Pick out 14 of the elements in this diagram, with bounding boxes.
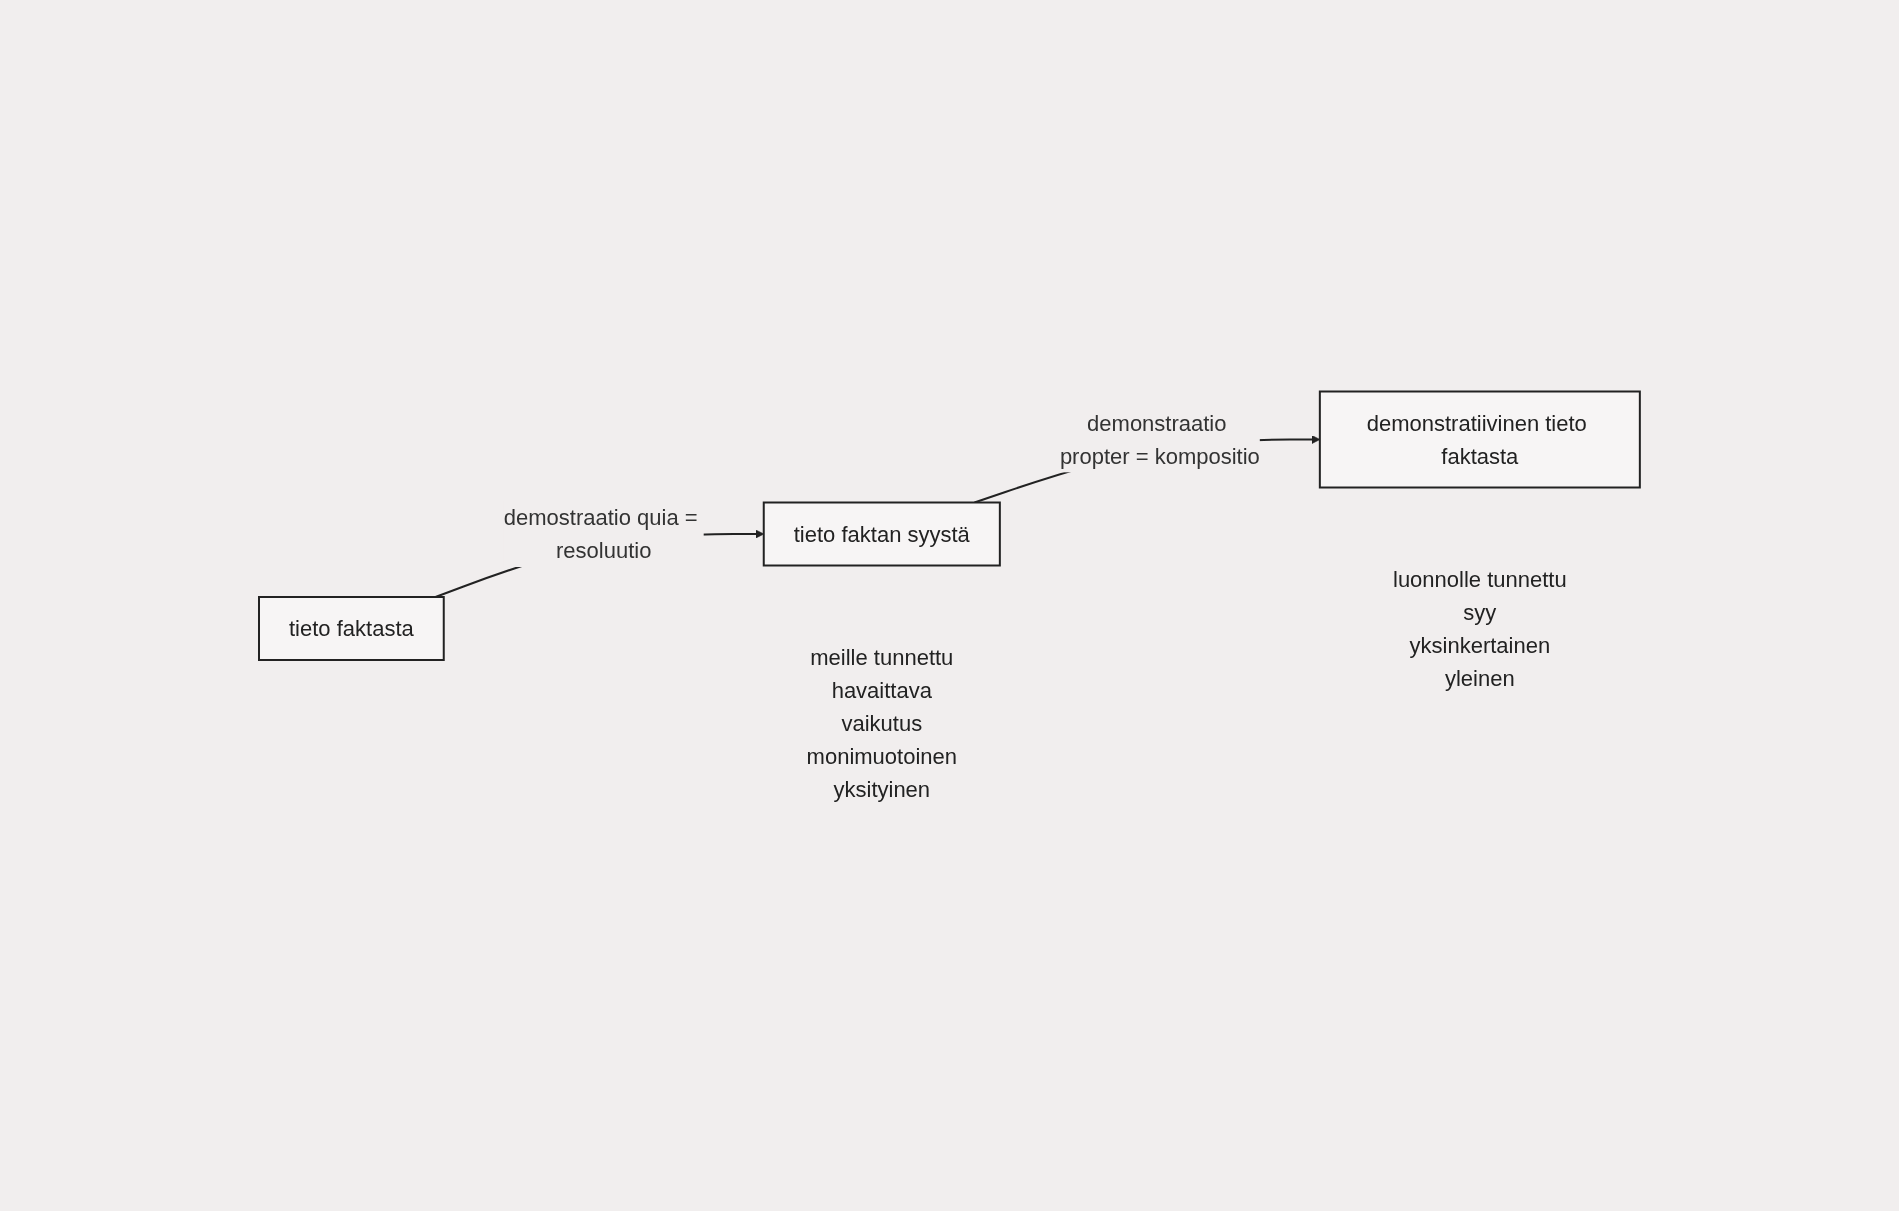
node-box: demonstratiivinen tieto faktasta bbox=[1318, 390, 1641, 488]
node-label: monimuotoinen bbox=[806, 743, 958, 768]
node-label: meille tunnettu bbox=[810, 644, 954, 669]
edge-label: demostraatio quia = resoluutio bbox=[503, 504, 698, 563]
node-label: yleinen bbox=[1445, 665, 1515, 690]
node-label: havaittava bbox=[831, 677, 933, 702]
edge-label: demonstraatio propter = kompositio bbox=[1059, 410, 1260, 468]
node-box: tieto faktasta bbox=[258, 595, 445, 661]
node-label: yksityinen bbox=[833, 776, 931, 801]
node-label: yksinkertainen bbox=[1409, 632, 1551, 657]
node-box: tieto faktan syystä bbox=[762, 501, 1001, 566]
node-label: syy bbox=[1463, 599, 1497, 624]
node-label: luonnolle tunnettu bbox=[1393, 566, 1567, 591]
node-label: vaikutus bbox=[841, 710, 923, 735]
